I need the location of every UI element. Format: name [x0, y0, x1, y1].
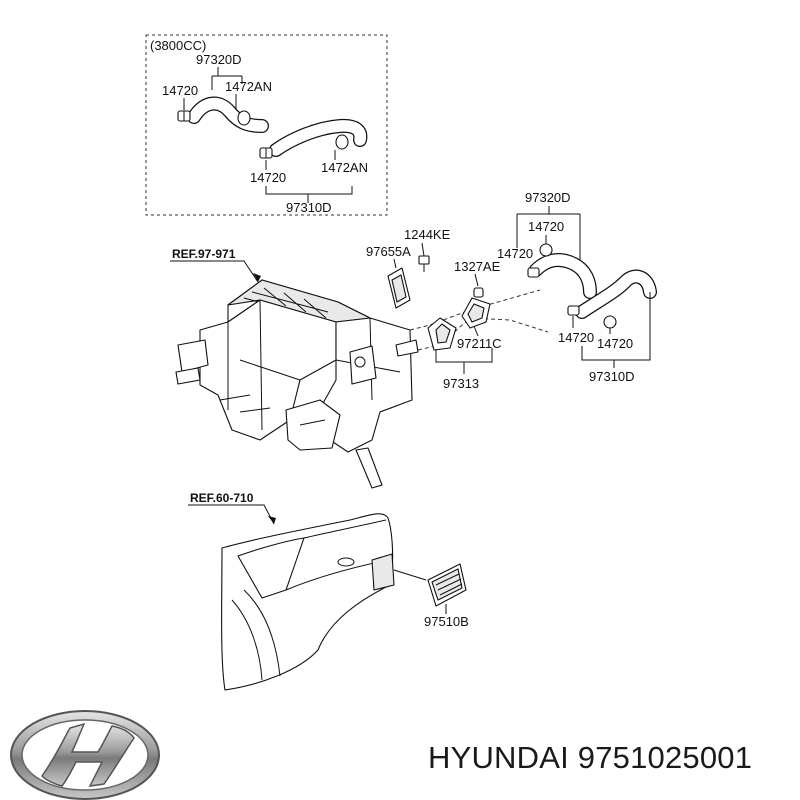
ref-97-971-label: REF.97-971 — [172, 247, 236, 261]
clamp-14720-b — [527, 267, 540, 278]
label-1244ke: 1244KE — [404, 227, 451, 242]
clamp-14720-a — [539, 243, 553, 257]
inset-clamp-1472an-bottom — [335, 134, 349, 150]
label-97510b: 97510B — [424, 614, 469, 629]
inset-label-14720-bottom: 14720 — [250, 170, 286, 185]
inset-clamp-14720-left — [177, 110, 191, 122]
inset-border — [145, 34, 388, 216]
part-number: 9751025001 — [577, 740, 753, 775]
clamp-14720-c — [567, 305, 580, 316]
grommet-97211c — [461, 297, 491, 329]
label-14720-d: 14720 — [597, 336, 633, 351]
quarter-panel — [221, 513, 395, 691]
seal-97655a — [387, 267, 411, 309]
label-97211c: 97211C — [457, 336, 502, 351]
inset-3800cc: (3800CC) 97320D 14720 1472AN 14720 1472A… — [145, 34, 388, 216]
brand-part-number: HYUNDAI 9751025001 — [428, 740, 752, 776]
heater-unit-assembly — [175, 279, 419, 489]
inset-label-97310d: 97310D — [286, 200, 332, 215]
inset-clamp-1472an-top — [237, 110, 251, 126]
label-1327ae: 1327AE — [454, 259, 501, 274]
bracket-97313 — [427, 317, 457, 351]
label-97655a: 97655A — [366, 244, 411, 259]
label-97313: 97313 — [443, 376, 479, 391]
clip-1327ae — [473, 287, 484, 298]
hose-97310d — [575, 269, 657, 319]
ref-97-971-underline — [170, 260, 259, 283]
inset-label-1472an-bottom: 1472AN — [321, 160, 368, 175]
bracket-97320d — [516, 206, 581, 270]
inset-clamp-14720-bottom — [259, 147, 273, 159]
inset-label-1472an-top: 1472AN — [225, 79, 272, 94]
clamp-14720-d — [603, 315, 617, 329]
label-97310d: 97310D — [589, 369, 635, 384]
brand-name: HYUNDAI — [428, 740, 569, 775]
vent-97510b — [427, 563, 467, 607]
hose-97320d — [529, 253, 597, 299]
bolt-1244ke — [418, 255, 430, 272]
label-14720-b: 14720 — [497, 246, 533, 261]
bracket-97310d — [581, 292, 651, 368]
inset-variant-label: (3800CC) — [150, 38, 206, 53]
label-14720-c: 14720 — [558, 330, 594, 345]
inset-label-97320d: 97320D — [196, 52, 242, 67]
ref-60-710-label: REF.60-710 — [190, 491, 254, 505]
ref-60-710-underline — [188, 504, 275, 525]
hyundai-logo — [10, 710, 160, 800]
inset-label-14720-left: 14720 — [162, 83, 198, 98]
label-97320d: 97320D — [525, 190, 571, 205]
label-14720-a: 14720 — [528, 219, 564, 234]
